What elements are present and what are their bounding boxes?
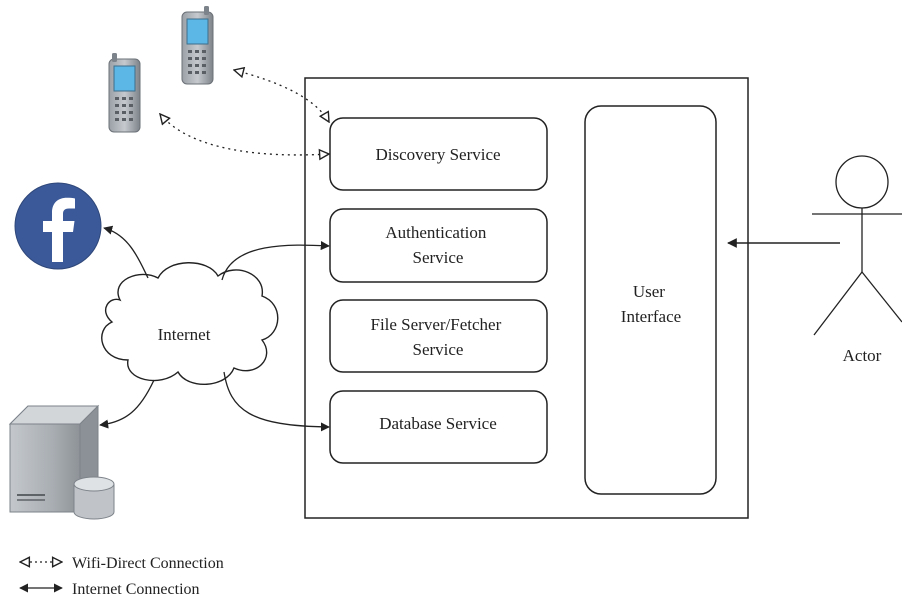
wifi-connection-left-phone [160, 114, 329, 155]
authentication-service-label-line2: Service [413, 248, 464, 267]
svg-text:User Interface: User Interface [621, 282, 681, 326]
svg-text:Discovery Service: Discovery Service [375, 145, 500, 164]
internet-label: Internet [158, 325, 211, 344]
mobile-phone-icon [181, 6, 214, 85]
stick-figure-icon [812, 155, 902, 336]
server-database-icon [8, 404, 115, 520]
user-interface-label-line2: Interface [621, 307, 681, 326]
svg-text:File Server/Fetcher Serv: File Server/Fetcher Service [370, 315, 505, 359]
file-server-service-label-line1: File Server/Fetcher [370, 315, 501, 334]
mobile-phone-icon [108, 53, 141, 133]
file-server-service-box: File Server/Fetcher Service [329, 299, 548, 373]
internet-connection-database [223, 371, 330, 432]
internet-connection-facebook [103, 225, 149, 279]
facebook-icon [14, 182, 102, 270]
internet-connection-server [99, 379, 155, 429]
internet-connection-authentication [221, 241, 330, 281]
discovery-service-box: Discovery Service [329, 117, 548, 191]
legend-internet-label: Internet Connection [72, 581, 200, 598]
discovery-service-label: Discovery Service [375, 145, 500, 164]
svg-text:Internet: Internet [158, 325, 211, 344]
user-interface-box: User Interface [584, 105, 717, 495]
file-server-service-label-line2: Service [413, 340, 464, 359]
actor-label: Actor [843, 346, 882, 365]
svg-text:Actor: Actor [843, 346, 882, 365]
authentication-service-box: Authentication Service [329, 208, 548, 283]
authentication-service-label-line1: Authentication [385, 223, 487, 242]
svg-text:Database Service: Database Service [379, 414, 497, 433]
svg-text:Wifi-Direct Connection: Wifi-Direct Connection [72, 555, 224, 572]
svg-text:Authentication Service: Authentication Service [385, 223, 490, 267]
database-service-box: Database Service [329, 390, 548, 464]
internet-cloud: Internet [101, 262, 279, 386]
legend-wifi-label: Wifi-Direct Connection [72, 555, 224, 572]
svg-text:Internet Connection: Internet Connection [72, 581, 200, 598]
legend: Wifi-Direct Connection Internet Connecti… [20, 555, 224, 598]
user-interface-label-line1: User [633, 282, 665, 301]
database-service-label: Database Service [379, 414, 497, 433]
